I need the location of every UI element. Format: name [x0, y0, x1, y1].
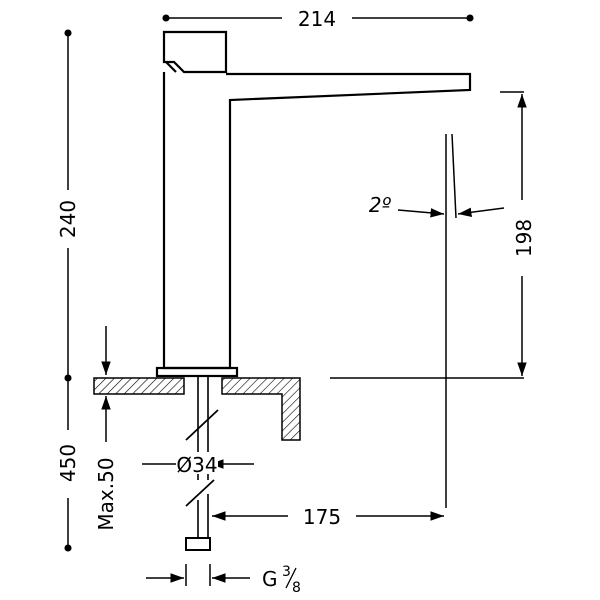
- dim-total-width-label: 214: [298, 7, 336, 31]
- lever-handle-notch: [165, 61, 177, 73]
- lever-handle: [162, 30, 228, 74]
- dim-tilt-angle-label: 2º: [369, 193, 392, 217]
- dim-spout-height: [500, 91, 527, 376]
- svg-text:8: 8: [292, 580, 301, 596]
- dim-under-counter: [64, 378, 72, 552]
- dim-total-width: [162, 14, 474, 22]
- dim-connection-label: G 3 8: [262, 564, 301, 596]
- countertop-left-hatch: [93, 377, 185, 395]
- dim-total-height: [64, 29, 72, 382]
- dim-under-counter-label: 450: [56, 444, 80, 482]
- svg-text:3: 3: [282, 564, 291, 580]
- dim-total-height-label: 240: [56, 200, 80, 238]
- dim-spout-height-label: 198: [512, 219, 536, 257]
- faucet-body: [155, 30, 472, 378]
- dim-max-counter-label: Max.50: [94, 457, 118, 530]
- dim-connection: [146, 564, 250, 586]
- countertop-right-hatch: [221, 377, 301, 441]
- dim-tilt-angle: [397, 207, 505, 218]
- countertop-section: [93, 377, 524, 441]
- faucet-column-and-spout: [162, 72, 472, 370]
- faucet-base-plate: [155, 366, 239, 378]
- dim-spout-reach-label: 175: [303, 505, 341, 529]
- water-stream-lines: [445, 133, 457, 508]
- dim-hole-diameter-label: Ø34: [176, 453, 217, 477]
- hose-fitting: [185, 537, 211, 551]
- svg-text:G: G: [262, 567, 278, 591]
